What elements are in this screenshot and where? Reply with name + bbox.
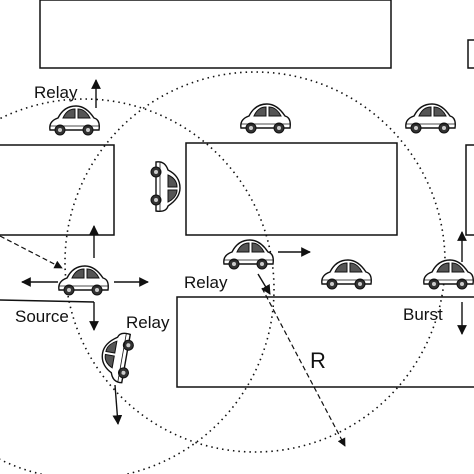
car-icon (321, 259, 372, 290)
car-icon (240, 103, 291, 134)
car-icon (405, 103, 456, 134)
label-region-r: R (310, 348, 326, 373)
car-icon (58, 265, 109, 296)
label-relay-top: Relay (34, 83, 78, 102)
car-icon (49, 105, 100, 136)
road-edge-left (0, 299, 95, 303)
dashed-path-source (0, 235, 63, 269)
label-source: Source (15, 307, 69, 326)
building-top-right (467, 39, 474, 69)
label-burst: Burst (403, 305, 443, 324)
arrow-icon (257, 273, 271, 295)
building-left (0, 144, 115, 236)
dashed-path-relay (261, 287, 346, 447)
label-relay-left: Relay (126, 313, 170, 332)
building-top (39, 0, 392, 69)
range-circle-source (0, 98, 275, 474)
car-icon (223, 239, 274, 270)
building-bottom (176, 296, 474, 388)
building-right (465, 144, 474, 236)
arrow-icon (112, 384, 123, 425)
building-center (185, 142, 398, 236)
car-icon (150, 161, 181, 212)
car-icon (423, 259, 474, 290)
label-relay-mid: Relay (184, 273, 228, 292)
